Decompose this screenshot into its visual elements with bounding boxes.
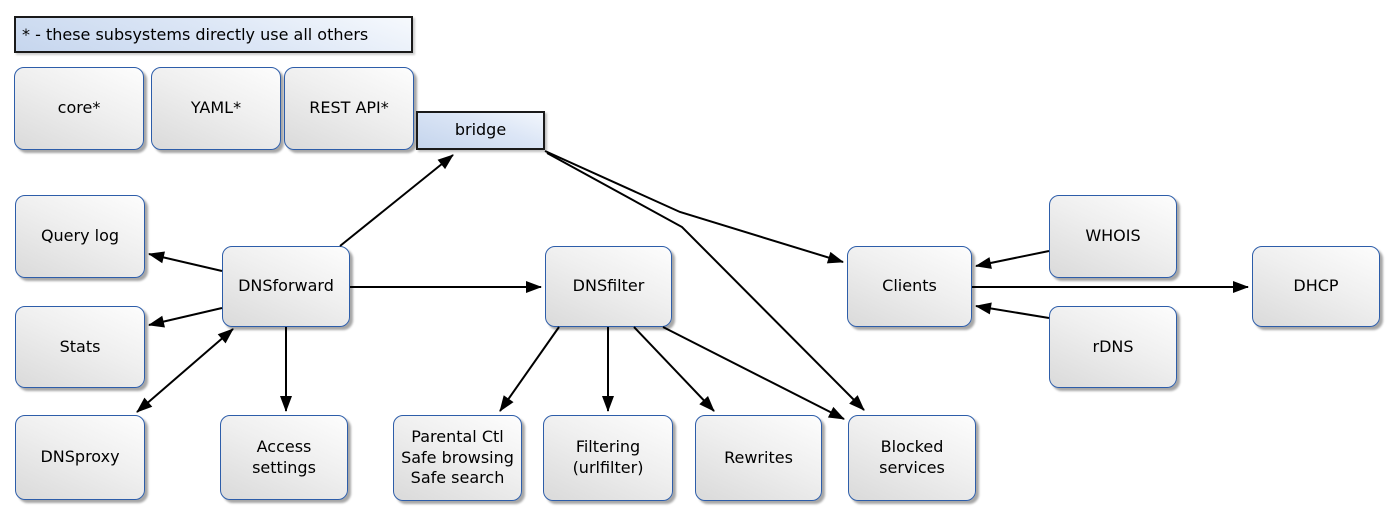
node-label-dnsforward: DNSforward [238, 276, 334, 296]
node-filtering: Filtering (urlfilter) [543, 415, 673, 501]
node-rest-api: REST API* [284, 67, 414, 150]
edge-dnsforward-to-bridge [339, 154, 454, 247]
node-parental-ctl: Parental Ctl Safe browsing Safe search [393, 415, 522, 501]
node-label-core: core* [57, 98, 101, 118]
node-label-filtering: Filtering (urlfilter) [572, 437, 644, 477]
node-label-blocked-services: Blocked services [879, 437, 945, 477]
node-label-rewrites: Rewrites [724, 447, 793, 467]
node-blocked-services: Blocked services [848, 415, 976, 501]
node-clients: Clients [847, 246, 972, 327]
edge-whois-to-clients [975, 250, 1050, 269]
node-yaml: YAML* [151, 67, 281, 150]
node-dnsfilter: DNSfilter [545, 246, 672, 327]
node-label-dnsproxy: DNSproxy [40, 447, 120, 467]
node-label-yaml: YAML* [190, 98, 242, 118]
node-label-dnsfilter: DNSfilter [572, 276, 645, 296]
edge-dnsfilter-to-parental [499, 326, 560, 412]
node-stats: Stats [15, 306, 145, 388]
node-dhcp: DHCP [1252, 246, 1380, 327]
node-rdns: rDNS [1049, 306, 1177, 388]
node-dnsforward: DNSforward [222, 246, 350, 327]
node-label-bridge: bridge [454, 120, 507, 140]
node-label-stats: Stats [59, 336, 101, 356]
node-dnsproxy: DNSproxy [15, 415, 145, 500]
node-label-dhcp: DHCP [1293, 276, 1339, 296]
legend-banner: * - these subsystems directly use all ot… [14, 16, 413, 53]
edge-dnsforward-to-querylog [148, 251, 223, 272]
node-label-clients: Clients [882, 276, 937, 296]
edge-dnsforward-dnsproxy [136, 328, 234, 413]
node-label-parental-ctl: Parental Ctl Safe browsing Safe search [401, 426, 514, 488]
node-query-log: Query log [15, 195, 145, 278]
node-core: core* [14, 67, 144, 150]
node-label-query-log: Query log [40, 226, 120, 246]
node-label-whois: WHOIS [1085, 226, 1141, 246]
edge-rdns-to-clients [975, 302, 1050, 319]
node-access-settings: Access settings [220, 415, 348, 500]
node-label-access-settings: Access settings [252, 436, 316, 477]
legend-text: * - these subsystems directly use all ot… [22, 25, 369, 44]
node-rewrites: Rewrites [695, 415, 822, 501]
edge-dnsfilter-to-rewrites [633, 326, 715, 412]
node-whois: WHOIS [1049, 195, 1177, 278]
edge-dnsforward-to-stats [148, 307, 223, 328]
node-bridge: bridge [416, 111, 545, 150]
node-label-rdns: rDNS [1092, 336, 1134, 356]
node-label-rest-api: REST API* [309, 98, 389, 118]
edge-dnsfilter-to-blocked [662, 326, 845, 420]
